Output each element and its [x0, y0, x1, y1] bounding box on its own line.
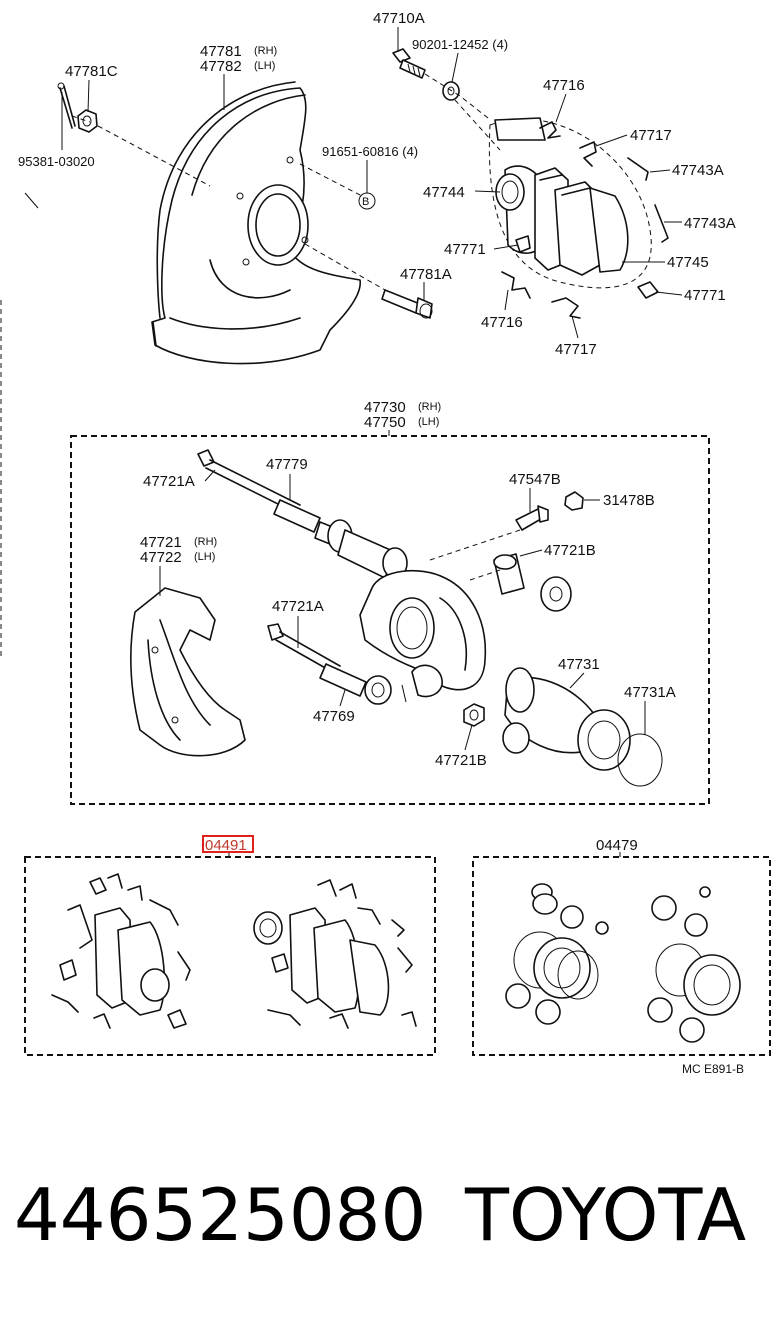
label-47721A-2: 47721A: [272, 598, 324, 615]
pad-kit-box-04491: [24, 856, 436, 1056]
washer-90201: [442, 81, 460, 101]
bushing-47721B-upper: [493, 553, 572, 612]
caliper-assy-box: [70, 435, 710, 805]
spring-47743A-bot: [654, 204, 669, 243]
label-47721A-1: 47721A: [143, 473, 195, 490]
label-47750-lh: (LH): [418, 416, 439, 428]
label-47744: 47744: [423, 184, 465, 201]
label-47731A: 47731A: [624, 684, 676, 701]
label-47721: 47721: [140, 534, 182, 551]
label-47731: 47731: [558, 656, 600, 673]
label-47781C: 47781C: [65, 63, 118, 80]
bleeder-plug-47547B: [515, 505, 549, 531]
nut-47781C: [77, 109, 98, 133]
label-47771-right: 47771: [684, 287, 726, 304]
leader-lines: [61, 27, 683, 751]
label-47781A: 47781A: [400, 266, 452, 283]
dust-cover-group: [151, 81, 361, 365]
label-47722-lh: (LH): [194, 551, 215, 563]
label-47779: 47779: [266, 456, 308, 473]
clip-47716-bot: [501, 271, 531, 299]
ref-marker-b-label: B: [362, 196, 369, 208]
label-47769: 47769: [313, 708, 355, 725]
label-91651: 91651-60816 (4): [322, 144, 418, 159]
label-drawing-code: MC E891-B: [682, 1062, 744, 1076]
highlight-04491: [202, 835, 254, 853]
pad-kit-left-set: [51, 873, 191, 1029]
label-47547B: 47547B: [509, 471, 561, 488]
label-47782: 47782: [200, 58, 242, 75]
cap-31478B: [564, 491, 584, 511]
dust-cover-hub-hole: [247, 184, 309, 266]
label-04479: 04479: [596, 837, 638, 854]
label-47721-rh: (RH): [194, 536, 217, 548]
label-47730-rh: (RH): [418, 401, 441, 413]
anti-squeal-shim-47744: [495, 173, 525, 211]
label-47743A-1: 47743A: [672, 162, 724, 179]
clip-47771-right: [637, 281, 659, 299]
cylinder-kit-box-04479: [472, 856, 771, 1056]
clip-47716-top: [539, 121, 561, 139]
spring-47743A-top: [627, 157, 649, 181]
label-47781: 47781: [200, 43, 242, 60]
caliper-pad-group: [488, 117, 669, 319]
label-04491: 04491: [205, 837, 247, 854]
pin-boot-upper: [327, 519, 408, 579]
bolt-47781A: [381, 289, 433, 319]
label-47721B-2: 47721B: [435, 752, 487, 769]
pad-kit-right-set: [253, 879, 417, 1029]
guide-pin-lower: [267, 623, 392, 705]
label-95381: 95381-03020: [18, 154, 95, 169]
clip-47717-top: [579, 141, 597, 167]
label-47730: 47730: [364, 399, 406, 416]
label-47717-bot: 47717: [555, 341, 597, 358]
cylinder-kit-set: [505, 883, 741, 1043]
torque-plate-47721: [130, 587, 246, 757]
label-47717-top: 47717: [630, 127, 672, 144]
caliper-cylinder: [359, 529, 521, 703]
piston-seal-47731A: [617, 733, 663, 787]
brand-name: TOYOTA: [464, 1173, 746, 1257]
label-47771-left: 47771: [444, 241, 486, 258]
piston-boot-47731: [502, 667, 631, 771]
part-number: 446525080: [14, 1173, 426, 1257]
clip-47717-bot: [551, 297, 581, 319]
label-47750: 47750: [364, 414, 406, 431]
label-47782-lh: (LH): [254, 60, 275, 72]
label-47781-rh: (RH): [254, 45, 277, 57]
callout-labels: 47710A 90201-12452 (4) 47781C 47781 (RH)…: [18, 10, 744, 1076]
label-31478B: 31478B: [603, 492, 655, 509]
label-47716-bot: 47716: [481, 314, 523, 331]
label-47710A: 47710A: [373, 10, 425, 27]
cotter-pin-95381: [57, 82, 76, 129]
clip-47771-left: [515, 235, 531, 253]
bolt-47710A: [392, 48, 426, 79]
label-47722: 47722: [140, 549, 182, 566]
label-90201: 90201-12452 (4): [412, 37, 508, 52]
label-47743A-2: 47743A: [684, 215, 736, 232]
bushing-47721B-lower: [463, 703, 485, 727]
label-47745: 47745: [667, 254, 709, 271]
label-47716-top: 47716: [543, 77, 585, 94]
label-47721B-1: 47721B: [544, 542, 596, 559]
